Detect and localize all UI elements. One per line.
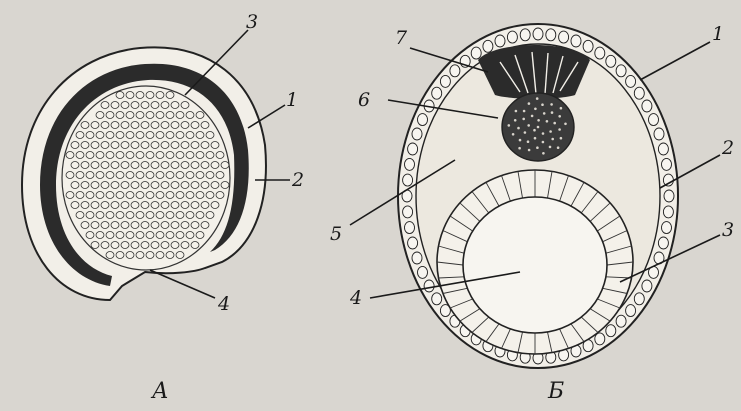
panel-b: 7 6 1 2 5 3 4 Б	[330, 23, 734, 404]
panel-a-label-2: 2	[291, 169, 304, 191]
panel-b-label-4: 4	[349, 287, 362, 309]
panel-b-caption: Б	[547, 379, 564, 404]
panel-a-label-4: 4	[217, 293, 230, 315]
panel-a-leader-4	[150, 270, 215, 298]
panel-a-label-1: 1	[286, 89, 298, 111]
panel-a-caption: А	[150, 379, 169, 404]
panel-a: 3 1 2 4 А	[22, 11, 304, 404]
panel-b-label-6: 6	[358, 89, 370, 111]
panel-a-label-3: 3	[246, 11, 258, 33]
panel-b-label-2: 2	[721, 137, 734, 159]
panel-b-label-5: 5	[330, 223, 342, 245]
panel-b-cavity	[463, 197, 607, 333]
panel-b-leader-1	[640, 42, 710, 80]
panel-b-label-1: 1	[712, 23, 724, 45]
panel-b-label-7: 7	[395, 27, 408, 49]
panel-b-label-3: 3	[722, 219, 734, 241]
